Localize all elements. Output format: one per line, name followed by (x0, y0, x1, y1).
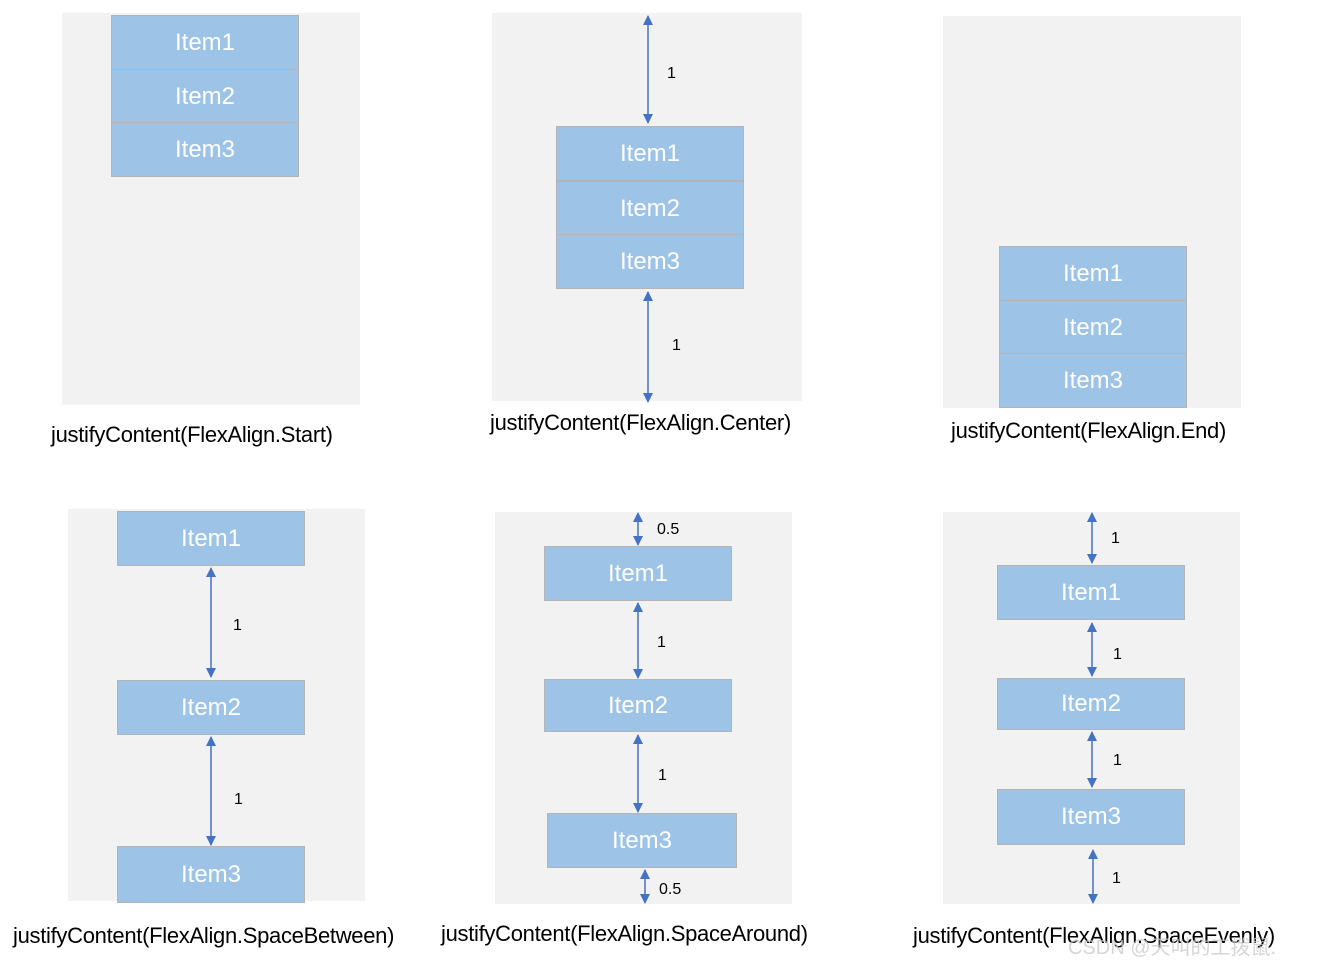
space-between-item1: Item1 (117, 511, 305, 566)
center-gap-label-bottom: 1 (672, 337, 681, 354)
watermark: CSDN @天叫的工拨鼠. (1068, 937, 1277, 959)
end-item3: Item3 (999, 353, 1187, 408)
space-around-gap-label-2: 1 (657, 634, 666, 651)
caption-start: justifyContent(FlexAlign.Start) (51, 422, 333, 447)
space-around-item1: Item1 (544, 546, 732, 601)
start-item2: Item2 (111, 69, 299, 124)
caption-space-evenly: justifyContent(FlexAlign.SpaceEvenly) (913, 923, 1275, 948)
space-evenly-gap-label-4: 1 (1112, 870, 1121, 887)
end-item1: Item1 (999, 246, 1187, 301)
space-evenly-gap-label-3: 1 (1113, 752, 1122, 769)
space-evenly-gap-label-1: 1 (1111, 530, 1120, 547)
center-gap-label-top: 1 (667, 65, 676, 82)
space-between-item3: Item3 (117, 846, 305, 903)
center-item1: Item1 (556, 126, 744, 181)
space-between-item2: Item2 (117, 680, 305, 735)
start-item1: Item1 (111, 15, 299, 70)
space-evenly-gap-label-2: 1 (1113, 646, 1122, 663)
space-around-item3: Item3 (547, 813, 737, 868)
caption-center: justifyContent(FlexAlign.Center) (490, 410, 791, 435)
center-item3: Item3 (556, 234, 744, 289)
space-between-gap-label-1: 1 (233, 617, 242, 634)
space-around-item2: Item2 (544, 679, 732, 732)
center-item2: Item2 (556, 181, 744, 236)
space-around-gap-label-3: 1 (658, 767, 667, 784)
end-item2: Item2 (999, 300, 1187, 355)
start-item3: Item3 (111, 122, 299, 177)
caption-space-between: justifyContent(FlexAlign.SpaceBetween) (13, 923, 395, 948)
caption-end: justifyContent(FlexAlign.End) (951, 418, 1226, 443)
space-evenly-item3: Item3 (997, 789, 1185, 845)
space-around-gap-label-4: 0.5 (659, 881, 682, 898)
caption-space-around: justifyContent(FlexAlign.SpaceAround) (441, 921, 808, 946)
space-evenly-item2: Item2 (997, 678, 1185, 730)
space-around-gap-label-1: 0.5 (657, 521, 680, 538)
space-evenly-item1: Item1 (997, 565, 1185, 620)
space-between-gap-label-2: 1 (234, 791, 243, 808)
